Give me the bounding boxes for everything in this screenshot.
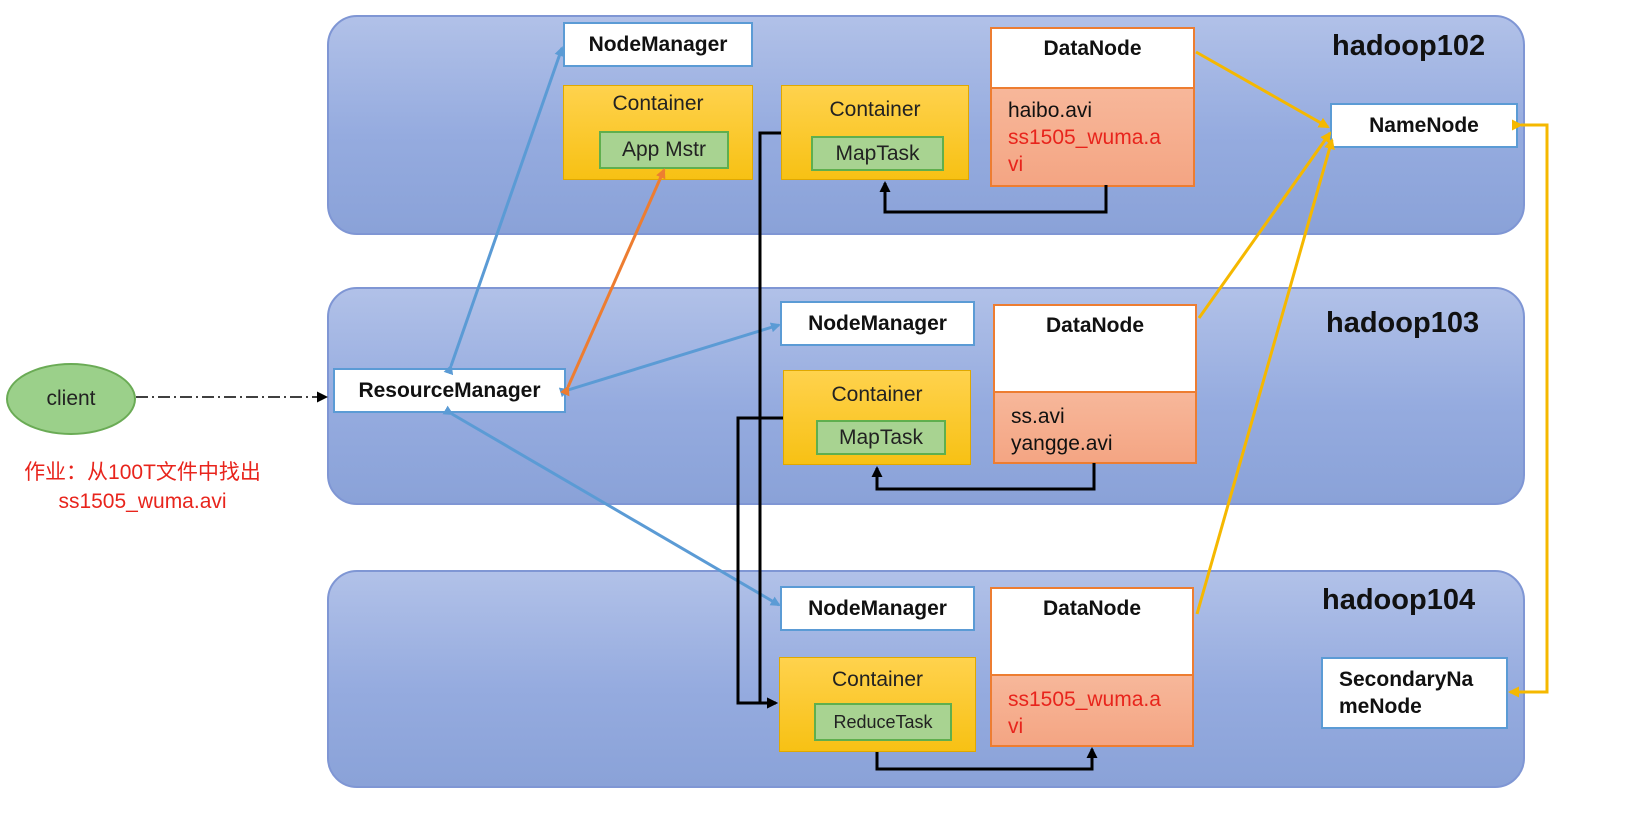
datanode-files: haibo.avi ss1505_wuma.a vi (992, 87, 1193, 185)
host-name-hadoop102: hadoop102 (1332, 30, 1486, 62)
container-label: Container (831, 383, 923, 406)
map-task-hadoop102: MapTask (811, 136, 944, 171)
host-name-hadoop103: hadoop103 (1326, 307, 1480, 339)
host-name-hadoop104: hadoop104 (1322, 584, 1476, 616)
namenode: NameNode (1330, 103, 1518, 148)
datanode-label: DataNode (992, 29, 1193, 87)
file-item-target: ss1505_wuma.a (1008, 126, 1161, 149)
file-item-target: ss1505_wuma.a (1008, 688, 1161, 711)
datanode-hadoop102: DataNode haibo.avi ss1505_wuma.a vi (990, 27, 1195, 187)
reducetask-to-datanode104-arrow (875, 747, 1098, 771)
datanode103-to-namenode-arrow (1197, 131, 1332, 319)
job-note-line2: ss1505_wuma.avi (58, 490, 227, 513)
container-maptask-hadoop102: Container MapTask (781, 85, 969, 180)
datanode102-to-maptask-arrow (879, 181, 1108, 214)
container-reducetask-hadoop104: Container ReduceTask (779, 657, 976, 752)
container-appmaster-hadoop102: Container App Mstr (563, 85, 753, 180)
rm-nodemanager104-arrow (442, 405, 781, 607)
datanode104-to-namenode-arrow (1195, 138, 1335, 615)
client-node: client (6, 363, 136, 435)
container-maptask-hadoop103: Container MapTask (783, 370, 971, 465)
file-item-target-continued: vi (1008, 715, 1024, 738)
datanode103-to-maptask-arrow (871, 463, 1096, 491)
resource-manager: ResourceManager (333, 368, 566, 413)
rm-appmaster-arrow (560, 168, 666, 397)
job-note-line1: 作业：从100T文件中找出 (24, 461, 261, 484)
node-manager-hadoop103: NodeManager (780, 301, 975, 346)
reduce-task: ReduceTask (814, 703, 952, 741)
map-task-hadoop103: MapTask (816, 420, 946, 455)
secondary-namenode-label-line1: SecondaryNa (1339, 668, 1474, 691)
container-label: Container (612, 92, 704, 115)
datanode-files: ss.avi yangge.avi (995, 391, 1195, 462)
datanode-label: DataNode (992, 589, 1192, 674)
datanode-files: ss1505_wuma.a vi (992, 674, 1192, 745)
rm-nodemanager103-arrow (558, 322, 781, 398)
datanode102-to-namenode-arrow (1195, 50, 1330, 129)
datanode-label: DataNode (995, 306, 1195, 391)
namenode-secondarynamenode-arrow (1508, 119, 1549, 698)
datanode-hadoop104: DataNode ss1505_wuma.a vi (990, 587, 1194, 747)
node-manager-hadoop104: NodeManager (780, 586, 975, 631)
rm-nodemanager102-arrow (443, 46, 565, 376)
file-item-target-continued: vi (1008, 153, 1024, 176)
maptask103-to-reducetask-arrow (736, 416, 783, 709)
app-master-task: App Mstr (599, 131, 729, 169)
file-item: yangge.avi (1011, 432, 1113, 455)
secondary-namenode-label-line2: meNode (1339, 695, 1422, 718)
file-item: ss.avi (1011, 405, 1065, 428)
container-label: Container (831, 668, 924, 691)
secondary-namenode: SecondaryNa meNode (1321, 657, 1508, 729)
container-label: Container (829, 98, 921, 121)
node-manager-hadoop102: NodeManager (563, 22, 753, 67)
file-item: haibo.avi (1008, 99, 1093, 122)
datanode-hadoop103: DataNode ss.avi yangge.avi (993, 304, 1197, 464)
